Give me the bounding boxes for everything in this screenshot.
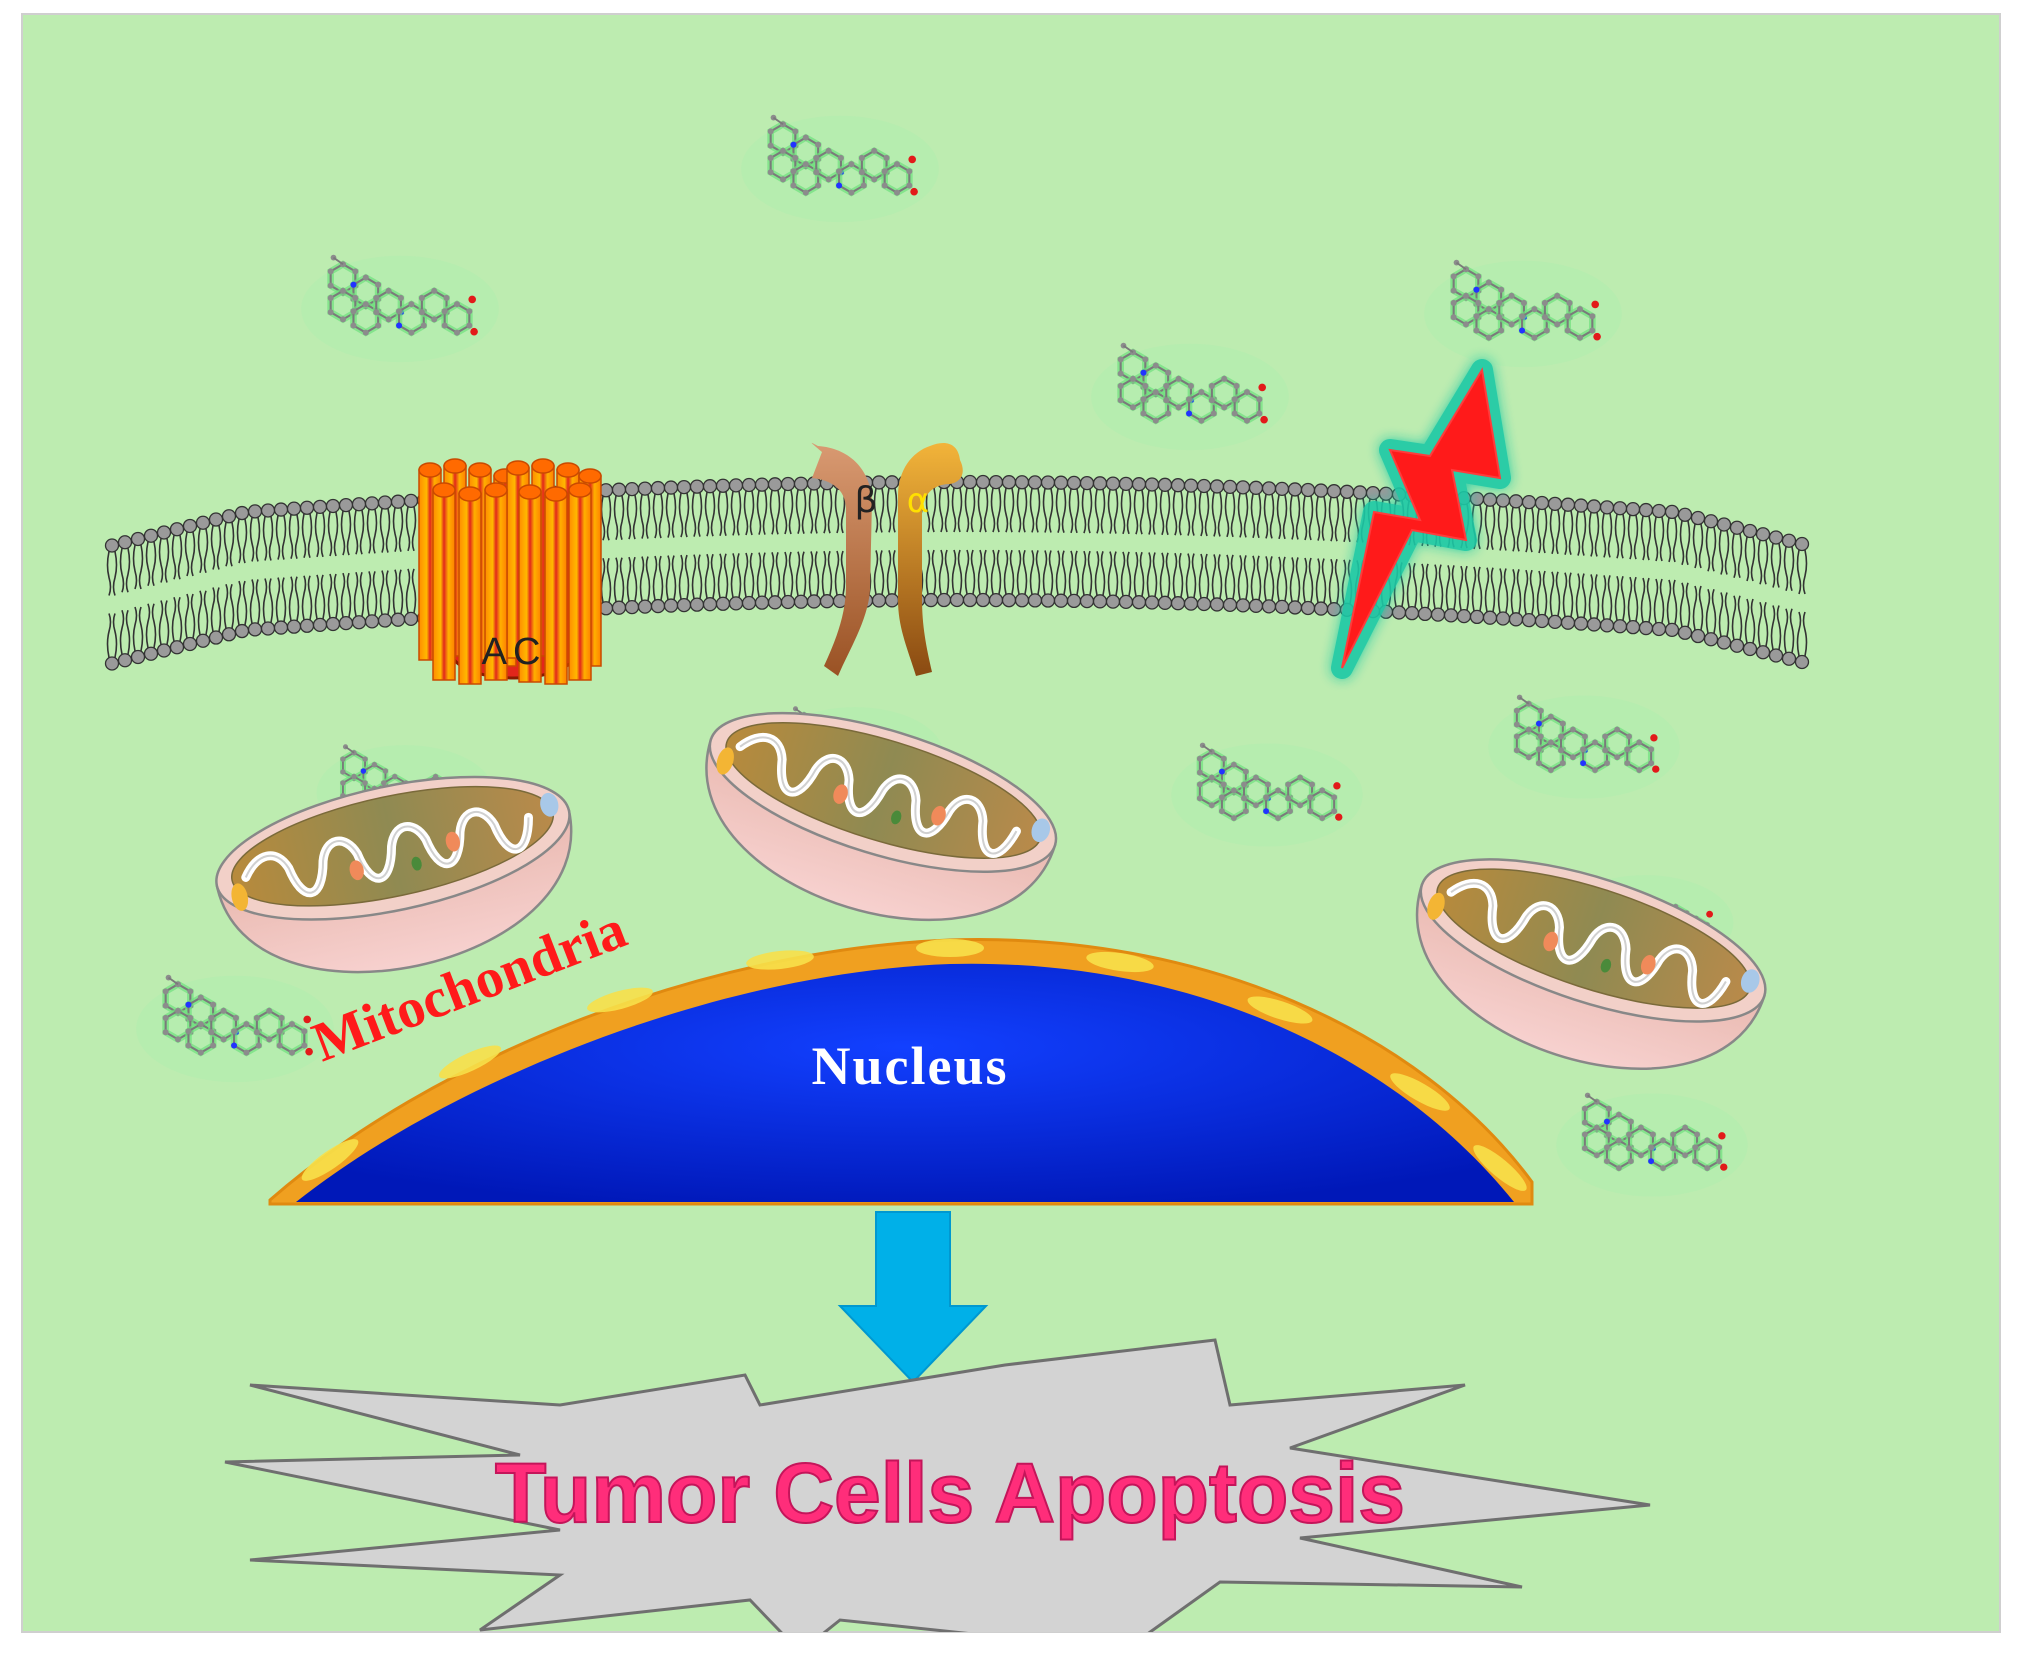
molecule-icon [1171, 742, 1363, 847]
nucleus-label: Nucleus [811, 1036, 1008, 1096]
beta-label: β [855, 480, 878, 521]
alpha-subunit [898, 442, 963, 676]
mitochondria-group [215, 711, 1767, 1070]
nucleus: Nucleus [268, 938, 1534, 1206]
molecule-icon [1091, 342, 1289, 451]
nuclear-envelope-pores [301, 939, 1527, 1191]
alpha-label: α [907, 481, 929, 521]
integrin-receptor-icon: β α [811, 442, 963, 676]
molecule-icon [1488, 694, 1680, 799]
ion-channel-icon: AC [418, 458, 602, 685]
down-arrow-icon [837, 1211, 989, 1384]
molecule-icon [136, 974, 334, 1083]
mitochondrion-icon [705, 711, 1058, 922]
nucleus-body [296, 963, 1514, 1202]
mitochondrion-icon [215, 775, 573, 974]
molecule-icon [741, 114, 939, 223]
molecule-icon [1424, 259, 1622, 368]
lightning-bolt-icon [1331, 359, 1511, 679]
ac-label: AC [482, 631, 547, 673]
outcome-label: Tumor Cells Apoptosis [495, 1446, 1405, 1540]
molecule-icon [301, 254, 499, 363]
starburst-icon: Tumor Cells Apoptosis [224, 1338, 1651, 1632]
molecule-icon [1556, 1092, 1748, 1197]
beta-subunit [811, 442, 872, 676]
mitochondrion-icon [1415, 858, 1767, 1070]
